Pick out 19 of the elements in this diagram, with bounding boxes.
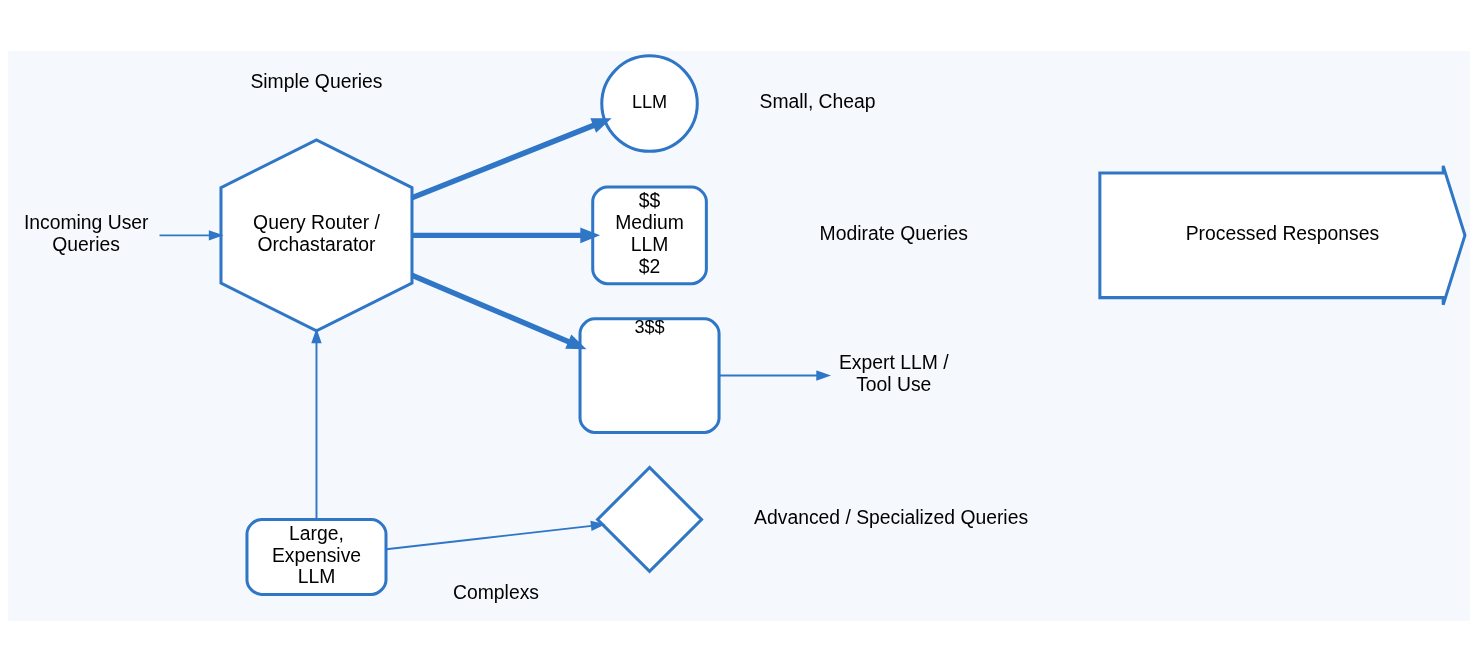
arrow xyxy=(311,328,322,521)
node-diamond xyxy=(595,465,704,574)
node-text: Incoming User Queries xyxy=(23,211,149,255)
arrow xyxy=(158,230,224,241)
label: Modirate Queries xyxy=(819,221,968,244)
arrow xyxy=(412,227,601,244)
arrow xyxy=(385,520,606,551)
node-box: Large, Expensive LLM xyxy=(245,517,388,596)
node-box: $$ Medium LLM $2 xyxy=(591,185,708,286)
node-text: Expert LLM / Tool Use xyxy=(838,351,949,396)
label: Complexs xyxy=(453,581,539,603)
node-label: Advanced / Specialized Queries xyxy=(754,506,1029,529)
node-label: Small, Cheap xyxy=(759,90,876,113)
node-box: 3$$ xyxy=(578,317,721,434)
label: Simple Queries xyxy=(250,69,383,92)
arrow xyxy=(718,370,832,381)
arrow xyxy=(410,272,587,350)
node-circle: LLM xyxy=(600,54,699,153)
arrow xyxy=(411,118,612,201)
